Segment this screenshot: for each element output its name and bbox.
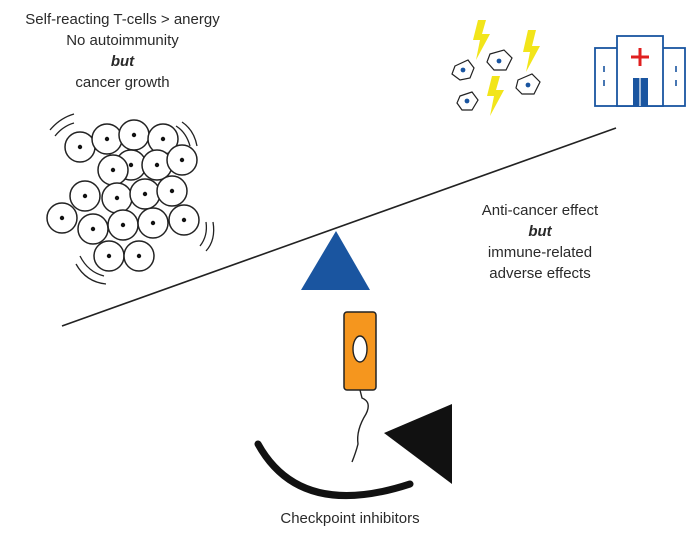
right-caption-line1: Anti-cancer effect (481, 202, 599, 219)
cell-nucleus (154, 162, 160, 168)
cell-cluster-icon (46, 119, 200, 272)
cell-nucleus (142, 191, 148, 197)
lightning-icon (473, 20, 540, 116)
left-caption-line3: but (110, 53, 135, 70)
cell-nucleus (179, 157, 185, 163)
right-caption-line4: adverse effects (489, 265, 591, 282)
left-caption-line2: No autoimmunity (66, 32, 179, 49)
cell-cluster-motion-lines (49, 113, 215, 285)
cell-nucleus (150, 220, 156, 226)
cell-nucleus (59, 215, 65, 221)
left-caption-line1: Self-reacting T-cells > anergy (25, 11, 220, 28)
cell-nucleus (131, 132, 137, 138)
cell-nucleus (82, 193, 88, 199)
cell-nucleus (90, 226, 96, 232)
cell-nucleus (181, 217, 187, 223)
cell-nucleus (110, 167, 116, 173)
checkpoint-inhibitor-icon (343, 311, 377, 463)
curved-arrow-icon (254, 404, 452, 499)
hospital-icon (594, 35, 686, 107)
checkpoint-inhibitors-label: Checkpoint inhibitors (280, 510, 420, 527)
seesaw-beam (61, 127, 617, 327)
cell-nucleus (128, 162, 134, 168)
cell-nucleus (104, 136, 110, 142)
left-caption-line4: cancer growth (75, 74, 170, 91)
cell-nucleus (77, 144, 83, 150)
right-caption-line2: but (528, 223, 552, 240)
cell-nucleus (106, 253, 112, 259)
damaged-cell-nuclei (460, 58, 531, 104)
cell-nucleus (136, 253, 142, 259)
fulcrum-triangle (301, 231, 370, 290)
left-caption: Self-reacting T-cells > anergy No autoim… (0, 9, 245, 93)
cell-nucleus (169, 188, 175, 194)
right-caption: Anti-cancer effect but immune-related ad… (440, 200, 640, 284)
right-caption-line3: immune-related (487, 244, 593, 261)
cell-nucleus (120, 222, 126, 228)
cell-nucleus (160, 136, 166, 142)
cell-nucleus (114, 195, 120, 201)
